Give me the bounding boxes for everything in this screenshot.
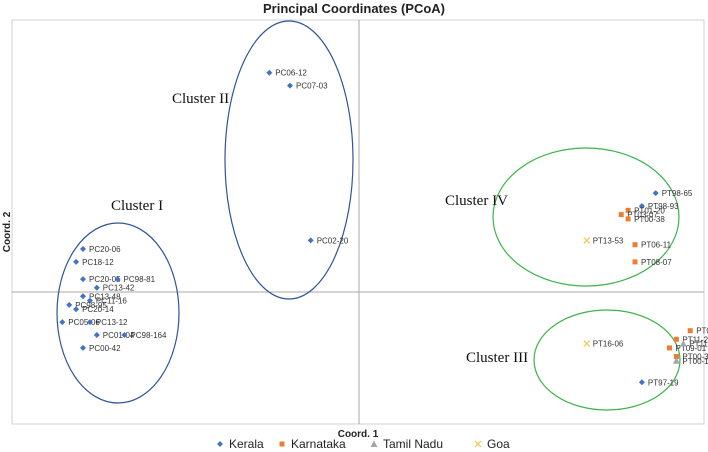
cluster-1-label: Cluster I <box>111 198 163 214</box>
data-point <box>86 297 93 304</box>
point-label: PC98-81 <box>124 275 156 284</box>
point-label: PT11-33 <box>689 340 708 349</box>
point-label: PT09-01 <box>676 344 707 353</box>
point-label: PT11-29 <box>682 335 708 344</box>
data-point <box>632 242 638 248</box>
point-label: PT97-19 <box>648 378 679 387</box>
point-label: PC13-12 <box>96 318 128 327</box>
data-point <box>672 357 680 364</box>
point-label: PT03-07 <box>627 211 658 220</box>
data-points: PC06-12PC07-03PC02-20PC20-06PC18-12PC20-… <box>59 69 708 387</box>
data-point <box>93 332 100 338</box>
point-label: PT98-65 <box>662 189 693 198</box>
point-label: PC06-12 <box>275 69 307 78</box>
cluster-2-label: Cluster II <box>172 91 229 107</box>
data-point <box>266 69 273 76</box>
data-point <box>121 332 128 338</box>
legend-marker <box>217 441 223 447</box>
chart-title: Principal Coordinates (PCoA) <box>263 1 445 16</box>
data-point <box>114 276 121 283</box>
data-point <box>625 207 631 213</box>
data-point <box>93 284 100 291</box>
data-point <box>66 301 73 308</box>
legend-label: Karnataka <box>291 437 346 451</box>
legend-marker <box>279 441 285 447</box>
data-point <box>73 258 80 265</box>
point-label: PC20-06 <box>89 245 121 254</box>
y-axis-label: Coord. 2 <box>2 211 13 252</box>
point-label: PC01-04 <box>103 331 135 340</box>
point-label: PC20-14 <box>82 305 114 314</box>
point-label: PT13-53 <box>593 236 624 245</box>
point-label: PC07-03 <box>296 82 328 91</box>
point-label: PT00-37 <box>682 353 708 362</box>
point-label: PC13-42 <box>103 284 135 293</box>
data-point <box>583 340 591 348</box>
point-label: PC98-95 <box>75 301 107 310</box>
data-point <box>667 345 672 351</box>
cluster-labels: Cluster I Cluster II Cluster III Cluster… <box>111 91 528 366</box>
legend-label: Kerala <box>229 437 264 451</box>
cluster-ellipses <box>56 20 681 411</box>
data-point <box>86 319 93 326</box>
point-label: PT06-17 <box>696 327 708 336</box>
data-point <box>73 306 80 313</box>
data-point <box>687 328 693 334</box>
data-point <box>632 259 638 265</box>
point-label: PC05-06 <box>68 318 100 327</box>
data-point <box>59 319 66 326</box>
point-label: PC00-42 <box>89 344 121 353</box>
data-point <box>673 354 679 359</box>
point-label: PT98-93 <box>648 202 679 211</box>
data-point <box>287 82 293 89</box>
point-label: PT00-18 <box>682 357 708 366</box>
data-point <box>679 340 687 347</box>
data-point <box>80 276 86 283</box>
point-label: PC13-48 <box>89 292 121 301</box>
cluster-3-ellipse <box>533 309 681 411</box>
point-label: PC02-20 <box>317 236 349 245</box>
legend-marker <box>370 440 378 447</box>
data-point <box>618 212 624 218</box>
data-point <box>625 216 631 222</box>
point-label: PC98-164 <box>130 331 167 340</box>
series-karnataka: PT01-20PT03-07PT00-38PT06-11PT08-07PT06-… <box>618 206 708 362</box>
data-point <box>652 190 659 197</box>
legend: Kerala Karnataka Tamil Nadu Goa <box>217 437 510 451</box>
cluster-2-ellipse <box>224 20 354 300</box>
data-point <box>307 237 314 244</box>
point-label: PC18-12 <box>82 258 114 267</box>
data-point <box>638 203 645 209</box>
data-point <box>673 336 679 342</box>
point-label: PT08-07 <box>641 258 672 267</box>
data-point <box>638 379 645 386</box>
point-label: PC20-05 <box>89 275 121 284</box>
point-label: PT06-11 <box>641 241 672 250</box>
point-label: PC11-16 <box>96 297 128 306</box>
data-point <box>80 344 86 351</box>
cluster-3-label: Cluster III <box>466 350 528 366</box>
x-axis-label: Coord. 1 <box>338 429 379 440</box>
cluster-4-label: Cluster IV <box>445 193 508 209</box>
point-label: PT00-38 <box>634 215 665 224</box>
plot-frame <box>11 19 705 425</box>
data-point <box>583 236 591 244</box>
cluster-1-ellipse <box>56 222 180 404</box>
legend-label: Goa <box>487 437 510 451</box>
data-point <box>80 246 86 252</box>
data-point <box>80 293 86 300</box>
series-kerala: PC06-12PC07-03PC02-20PC20-06PC18-12PC20-… <box>59 69 693 387</box>
legend-marker <box>474 440 482 448</box>
legend-label: Tamil Nadu <box>383 437 443 451</box>
point-label: PT16-06 <box>593 340 624 349</box>
cluster-4-ellipse <box>492 147 680 287</box>
point-label: PT01-20 <box>634 206 665 215</box>
series-tamil-nadu: PT11-33PT00-18 <box>672 340 708 366</box>
